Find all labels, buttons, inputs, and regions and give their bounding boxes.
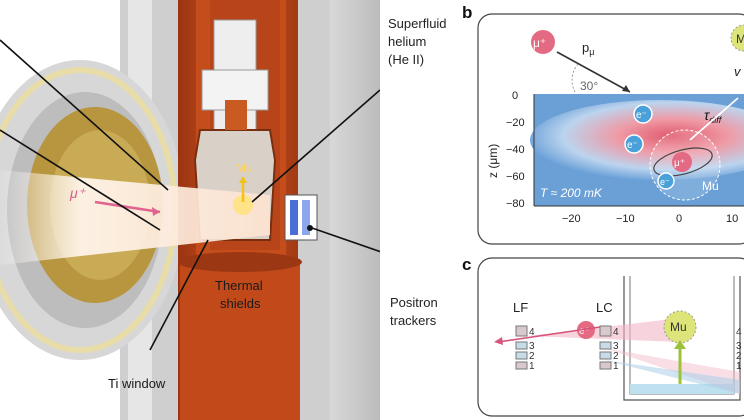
lc-label: LC	[596, 300, 613, 315]
y-ticks: 0 −20 −40 −60 −80	[506, 90, 525, 210]
mu-muon-label: μ⁺	[674, 158, 685, 169]
thermal-label-1: Thermal	[215, 278, 263, 293]
electron-2	[624, 134, 644, 154]
panel-c-letter: c	[462, 255, 471, 274]
mu-label-b: Mu	[702, 179, 719, 193]
panel-b: b 0 −20 −40 −60 −80 z (μm) −20 −10 0 10 …	[462, 3, 744, 245]
mu-muon	[672, 152, 692, 172]
lf-level-4: 4	[529, 327, 535, 338]
muon-beam	[0, 170, 270, 265]
panel-a-illustration: Mu μ⁺ Thermal shields Ti window	[0, 0, 391, 420]
pointer-line-ti	[149, 239, 209, 351]
electron-2-label: e⁻	[627, 140, 638, 151]
mu-label-a: Mu	[236, 161, 253, 175]
muon-label-b: μ⁺	[533, 36, 546, 50]
lf-level-3: 3	[529, 341, 535, 352]
y-axis-label: z (μm)	[486, 144, 500, 178]
lc-level-2: 2	[613, 351, 619, 362]
positron-tracker-box	[284, 194, 318, 241]
momentum-label: pμ	[582, 40, 594, 57]
mu-electron	[657, 172, 675, 190]
muon-circle-b	[531, 30, 555, 54]
temperature-label: T ≈ 200 mK	[540, 186, 603, 200]
superfluid-label-2: helium	[388, 34, 426, 49]
lf-level-1: 1	[529, 361, 535, 372]
pointer-line-trackers	[311, 227, 391, 256]
panel-b-letter: b	[462, 3, 472, 22]
y-tick-3: −60	[506, 171, 525, 183]
tau-label: τdiff	[704, 107, 723, 125]
muon-label-a: μ⁺	[69, 185, 87, 201]
lf-label: LF	[513, 300, 528, 315]
muon-arrow	[94, 200, 161, 214]
x-tick-3: 10	[726, 213, 738, 225]
x-tick-2: 0	[676, 213, 682, 225]
electron-1	[633, 104, 653, 124]
right-level-2: 2	[736, 351, 742, 362]
positron-label-2: trackers	[390, 313, 437, 328]
ti-window-label: Ti window	[108, 376, 166, 391]
positron-label: e⁺	[579, 326, 590, 337]
mu-label-c: Mu	[670, 320, 687, 334]
superfluid-label-1: Superfluid	[388, 16, 447, 31]
mu-electron-label: e⁻	[660, 177, 670, 187]
pointer-line-helium	[251, 89, 381, 203]
x-tick-1: −10	[616, 213, 635, 225]
lf-level-2: 2	[529, 351, 535, 362]
electron-1-label: e⁻	[636, 110, 647, 121]
liquid-layer	[630, 384, 734, 394]
y-tick-4: −80	[506, 198, 525, 210]
panel-c: c Mu e⁺ LF 4 3 2 1 LC 4 3	[462, 255, 744, 417]
lc-level-1: 1	[613, 361, 619, 372]
y-tick-0: 0	[512, 90, 518, 102]
mu-glow	[233, 195, 253, 215]
x-ticks: −20 −10 0 10	[562, 213, 738, 225]
right-level-3: 3	[736, 341, 742, 352]
angle-label: 30°	[580, 79, 598, 93]
x-tick-0: −20	[562, 213, 581, 225]
positron-track	[497, 326, 601, 343]
right-level-1: 1	[736, 361, 742, 372]
thermal-label-2: shields	[220, 296, 261, 311]
muon-trajectory	[556, 51, 631, 93]
right-mu-letter: M	[736, 32, 744, 46]
pointer-line-1	[0, 39, 169, 191]
right-level-4: 4	[736, 327, 742, 338]
right-mu-circle	[730, 24, 744, 52]
pointer-line-2	[0, 129, 161, 231]
y-tick-2: −40	[506, 144, 525, 156]
positron-circle	[577, 321, 595, 339]
right-v-label: v	[734, 64, 742, 79]
positron-label-1: Positron	[390, 295, 438, 310]
lc-level-3: 3	[613, 341, 619, 352]
lc-level-4: 4	[613, 327, 619, 338]
superfluid-label-3: (He II)	[388, 52, 424, 67]
y-tick-1: −20	[506, 117, 525, 129]
